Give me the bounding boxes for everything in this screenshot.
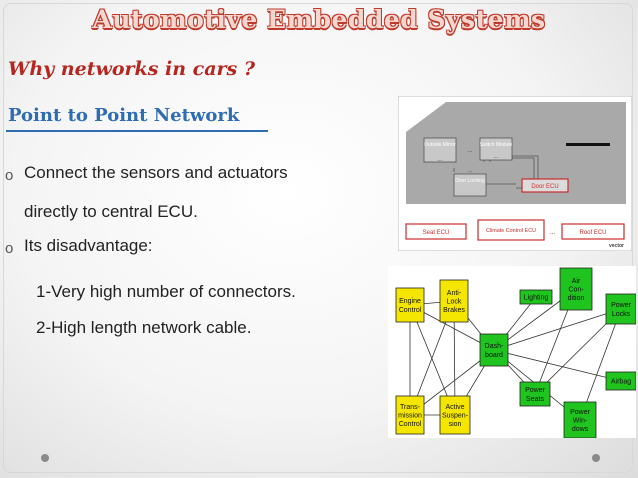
slide-subtitle: Why networks in cars ? [8,58,255,80]
edge-power-windows-to-power-locks [579,308,622,421]
node-label-dashboard-0: Dash- [485,343,504,350]
node-label-power-seats-0: Power [525,387,546,394]
node-label-engine-control-1: Control [399,307,422,314]
node-label-air-condition-1: Con- [568,286,584,293]
door-ecu-label: Door ECU [531,184,558,190]
slide-frame [3,3,633,473]
ellipsis-3: ... [494,154,498,160]
node-label-anti-lock-brakes-1: Lock [447,298,462,305]
node-label-power-seats-1: Seats [526,396,544,403]
node-label-active-suspension-1: Suspen- [442,412,469,419]
bullet-2: Its disadvantage: [24,236,153,255]
edge-power-locks-to-dashboard [493,308,622,351]
section-underline [6,130,268,132]
door-locking-box: Door Locking [455,178,485,184]
ellipsis-1: ... [438,157,442,163]
node-label-air-condition-0: Air [572,278,581,285]
node-dashboard: Dash-board [479,333,509,367]
node-label-dashboard-1: board [485,352,503,359]
door-handle [566,143,610,146]
climate-ecu-box: Climate Control ECU [486,228,536,234]
sub-bullet-1: 1-Very high number of connectors. [36,282,296,301]
node-label-anti-lock-brakes-2: Brakes [443,307,465,314]
node-label-anti-lock-brakes-0: Anti- [447,290,462,297]
ellipsis-4: ... [468,168,472,174]
node-label-transmission-control-2: Control [399,421,422,428]
bullet-1-line-1: Connect the sensors and actuators [24,163,288,182]
seat-ecu-box: Seat ECU [423,230,450,236]
edge-airbag-to-dashboard [493,349,622,382]
vehicle-network-diagram: EngineControlAnti-LockBrakesLightingAirC… [388,266,636,438]
node-label-airbag-0: Airbag [611,378,631,385]
bullet-1-line-2: directly to central ECU. [24,202,198,221]
climate-ecu-label: Climate Control ECU [486,228,536,234]
node-airbag: Airbag [605,371,636,391]
door-ecu-box: Door ECU [531,184,558,190]
seat-ecu-label: Seat ECU [423,230,450,236]
ecu-wiring-diagram: Outside Mirror ... ... Switch Module ...… [398,96,632,251]
ellipsis-5: ... [550,230,555,236]
vector-logo: vector [609,243,624,249]
node-label-active-suspension-0: Active [445,404,464,411]
corner-dot-right [592,454,600,462]
outside-mirror-box: Outside Mirror [424,142,456,148]
bullet-marker-1: o [5,167,14,184]
roof-ecu-label: Roof ECU [579,230,606,236]
node-label-lighting-0: Lighting [524,294,549,301]
switch-module-box: Switch Module [480,142,513,148]
node-label-power-windows-2: dows [572,426,589,433]
node-label-power-windows-1: Win- [573,417,588,424]
section-heading: Point to Point Network [8,105,240,126]
sub-bullet-2: 2-High length network cable. [36,318,252,337]
corner-dot-left [41,454,49,462]
node-label-power-windows-0: Power [570,409,591,416]
node-label-active-suspension-2: sion [449,421,462,428]
roof-ecu-box: Roof ECU [579,230,606,236]
node-label-power-locks-1: Locks [612,311,631,318]
node-label-engine-control-0: Engine [399,298,421,305]
switch-module-label: Switch Module [480,142,513,148]
node-label-transmission-control-1: mission [398,412,422,419]
node-label-transmission-control-0: Trans- [400,404,421,411]
node-lighting: Lighting [519,289,553,305]
node-label-power-locks-0: Power [611,302,632,309]
bullet-marker-2: o [5,240,14,257]
node-label-air-condition-2: dition [568,295,585,302]
slide-title: Automotive Embedded Systems [92,5,546,34]
ellipsis-2: ... [468,148,472,154]
outside-mirror-label: Outside Mirror [424,142,456,148]
door-locking-label: Door Locking [455,178,485,184]
